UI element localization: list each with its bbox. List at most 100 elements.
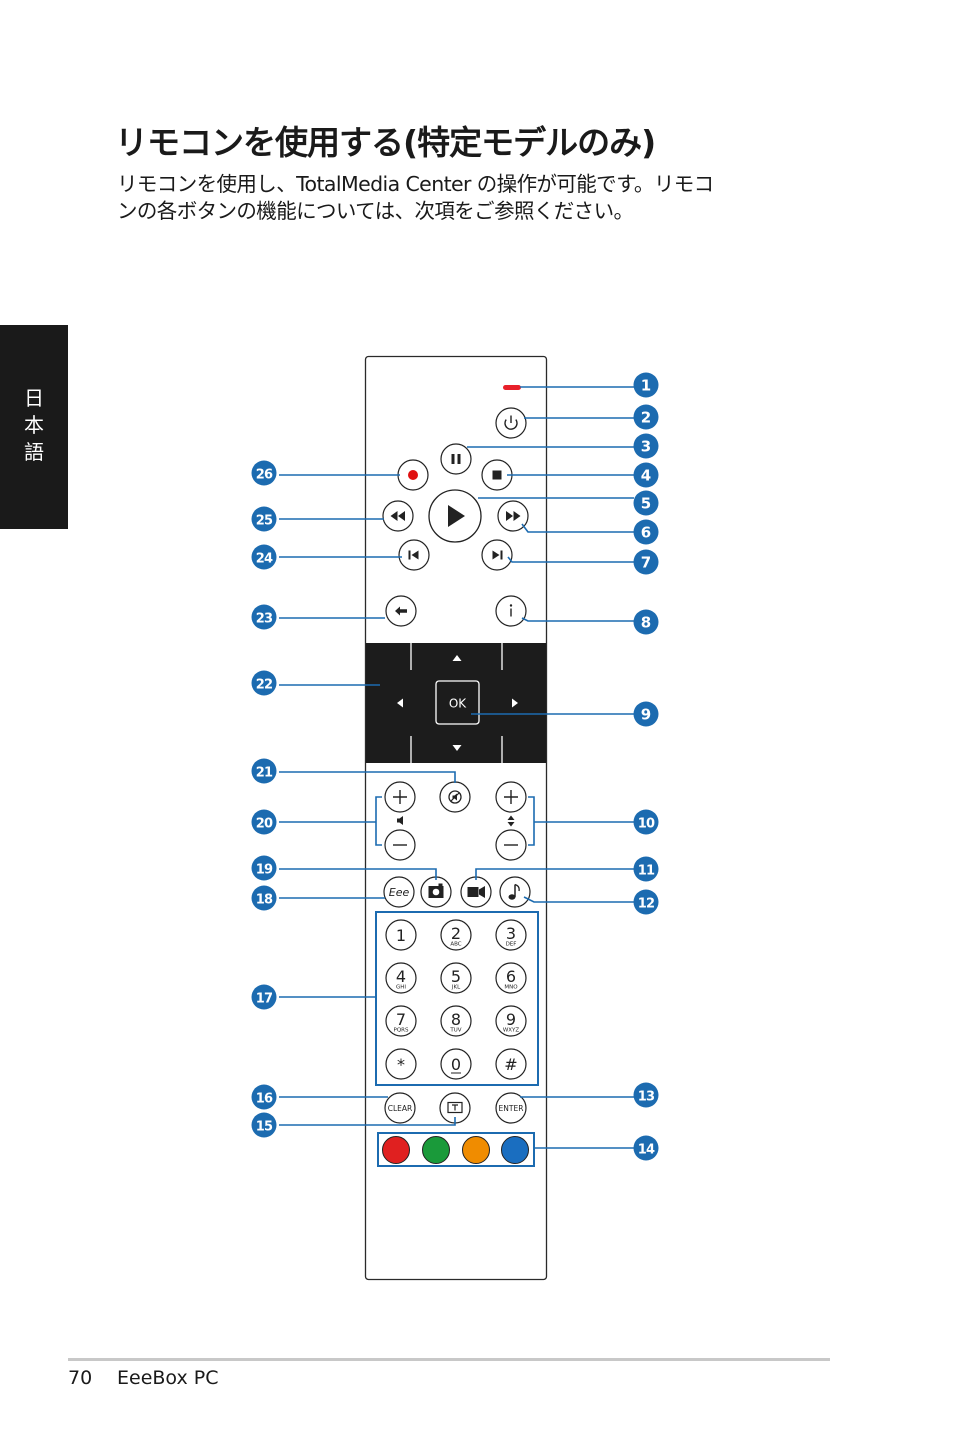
color-buttons xyxy=(382,1136,529,1164)
intro-line-2: ンの各ボタンの機能については、次項をご参照ください。 xyxy=(117,199,634,223)
callout-7: 7 xyxy=(633,549,659,575)
nav-down-button[interactable] xyxy=(452,745,462,751)
keypad-letters: DEF xyxy=(506,942,517,948)
channel-arrows-icon xyxy=(507,815,515,827)
callout-number: 20 xyxy=(256,817,273,832)
footer-divider xyxy=(68,1358,830,1361)
power-button[interactable] xyxy=(495,407,527,439)
keypad-digit: 8 xyxy=(451,1010,461,1029)
keypad-digit: 3 xyxy=(506,924,516,943)
keypad-key-12[interactable]: # xyxy=(495,1048,527,1080)
callout-number: 14 xyxy=(638,1143,655,1158)
callout-2: 2 xyxy=(633,404,659,430)
nav-up-button[interactable] xyxy=(452,655,462,661)
keypad-digit: 2 xyxy=(451,924,461,943)
video-button[interactable] xyxy=(460,876,492,908)
keypad-digit: # xyxy=(504,1055,517,1074)
callout-3: 3 xyxy=(633,433,659,459)
callout-13: 13 xyxy=(633,1082,659,1108)
callout-18: 18 xyxy=(251,885,277,911)
callout-number: 13 xyxy=(638,1090,655,1105)
record-button[interactable] xyxy=(397,459,429,491)
rewind-button[interactable] xyxy=(382,500,414,532)
callout-number: 11 xyxy=(638,864,655,879)
keypad-digit: 0 xyxy=(451,1055,461,1074)
color-buttons-frame xyxy=(377,1132,535,1167)
enter-button[interactable]: ENTER xyxy=(495,1092,527,1124)
page-title: リモコンを使用する(特定モデルのみ) xyxy=(115,123,656,162)
callout-24: 24 xyxy=(251,544,277,570)
nav-left-button[interactable] xyxy=(397,698,403,708)
info-button[interactable] xyxy=(495,595,527,627)
photo-button[interactable] xyxy=(420,876,452,908)
ok-label: OK xyxy=(449,697,467,711)
remote-body xyxy=(364,355,548,1281)
clear-button[interactable]: CLEAR xyxy=(384,1092,416,1124)
ok-button[interactable]: OK xyxy=(435,680,480,725)
keypad-digit: 9 xyxy=(506,1010,516,1029)
pause-button[interactable] xyxy=(440,443,472,475)
keypad-letters: PQRS xyxy=(394,1028,409,1034)
callout-number: 5 xyxy=(641,495,651,513)
page-number: 70 xyxy=(68,1367,93,1389)
photo-icon xyxy=(428,883,444,898)
play-button[interactable] xyxy=(428,489,482,543)
callout-number: 23 xyxy=(256,612,273,627)
back-arrow-icon xyxy=(395,606,407,616)
mute-button[interactable] xyxy=(439,781,471,813)
callout-number: 10 xyxy=(638,817,655,832)
callout-1: 1 xyxy=(633,372,659,398)
fast-forward-icon xyxy=(506,511,521,521)
enter-label: ENTER xyxy=(499,1104,524,1113)
rewind-icon xyxy=(390,511,405,521)
keypad-key-1[interactable]: 1 xyxy=(385,919,417,951)
keypad-letters: GHI xyxy=(396,985,406,991)
color-button-3[interactable] xyxy=(462,1136,490,1164)
keypad-digit: * xyxy=(397,1055,405,1074)
callout-9: 9 xyxy=(633,701,659,727)
channel-down-button[interactable] xyxy=(495,829,527,861)
play-icon xyxy=(448,505,465,527)
stop-icon xyxy=(492,470,502,480)
music-button[interactable] xyxy=(499,876,531,908)
keypad-digit: 1 xyxy=(396,926,406,945)
previous-track-icon xyxy=(408,550,419,560)
back-button[interactable] xyxy=(385,595,417,627)
keypad-digit: 4 xyxy=(396,967,406,986)
pause-icon xyxy=(451,454,461,464)
eee-home-button[interactable]: Eee xyxy=(383,876,415,908)
callout-8: 8 xyxy=(633,609,659,635)
callout-20: 20 xyxy=(251,809,277,835)
channel-up-button[interactable] xyxy=(495,781,527,813)
previous-track-button[interactable] xyxy=(398,539,430,571)
record-icon xyxy=(408,470,418,480)
callout-number: 22 xyxy=(256,678,273,693)
volume-up-button[interactable] xyxy=(384,781,416,813)
next-track-button[interactable] xyxy=(481,539,513,571)
plus-icon xyxy=(504,790,518,804)
speaker-icon xyxy=(397,816,403,825)
callout-26: 26 xyxy=(251,460,277,486)
callout-number: 25 xyxy=(256,514,273,529)
volume-down-button[interactable] xyxy=(384,829,416,861)
callout-19: 19 xyxy=(251,855,277,881)
color-button-4[interactable] xyxy=(501,1136,529,1164)
color-button-2[interactable] xyxy=(422,1136,450,1164)
callout-number: 1 xyxy=(641,377,651,395)
eee-logo-icon: Eee xyxy=(389,886,410,899)
keypad-letters: ABC xyxy=(450,942,461,948)
keypad-key-10[interactable]: * xyxy=(385,1048,417,1080)
nav-right-button[interactable] xyxy=(512,698,518,708)
keypad-key-11[interactable]: 0 xyxy=(440,1048,472,1080)
color-button-1[interactable] xyxy=(382,1136,410,1164)
fast-forward-button[interactable] xyxy=(497,500,529,532)
